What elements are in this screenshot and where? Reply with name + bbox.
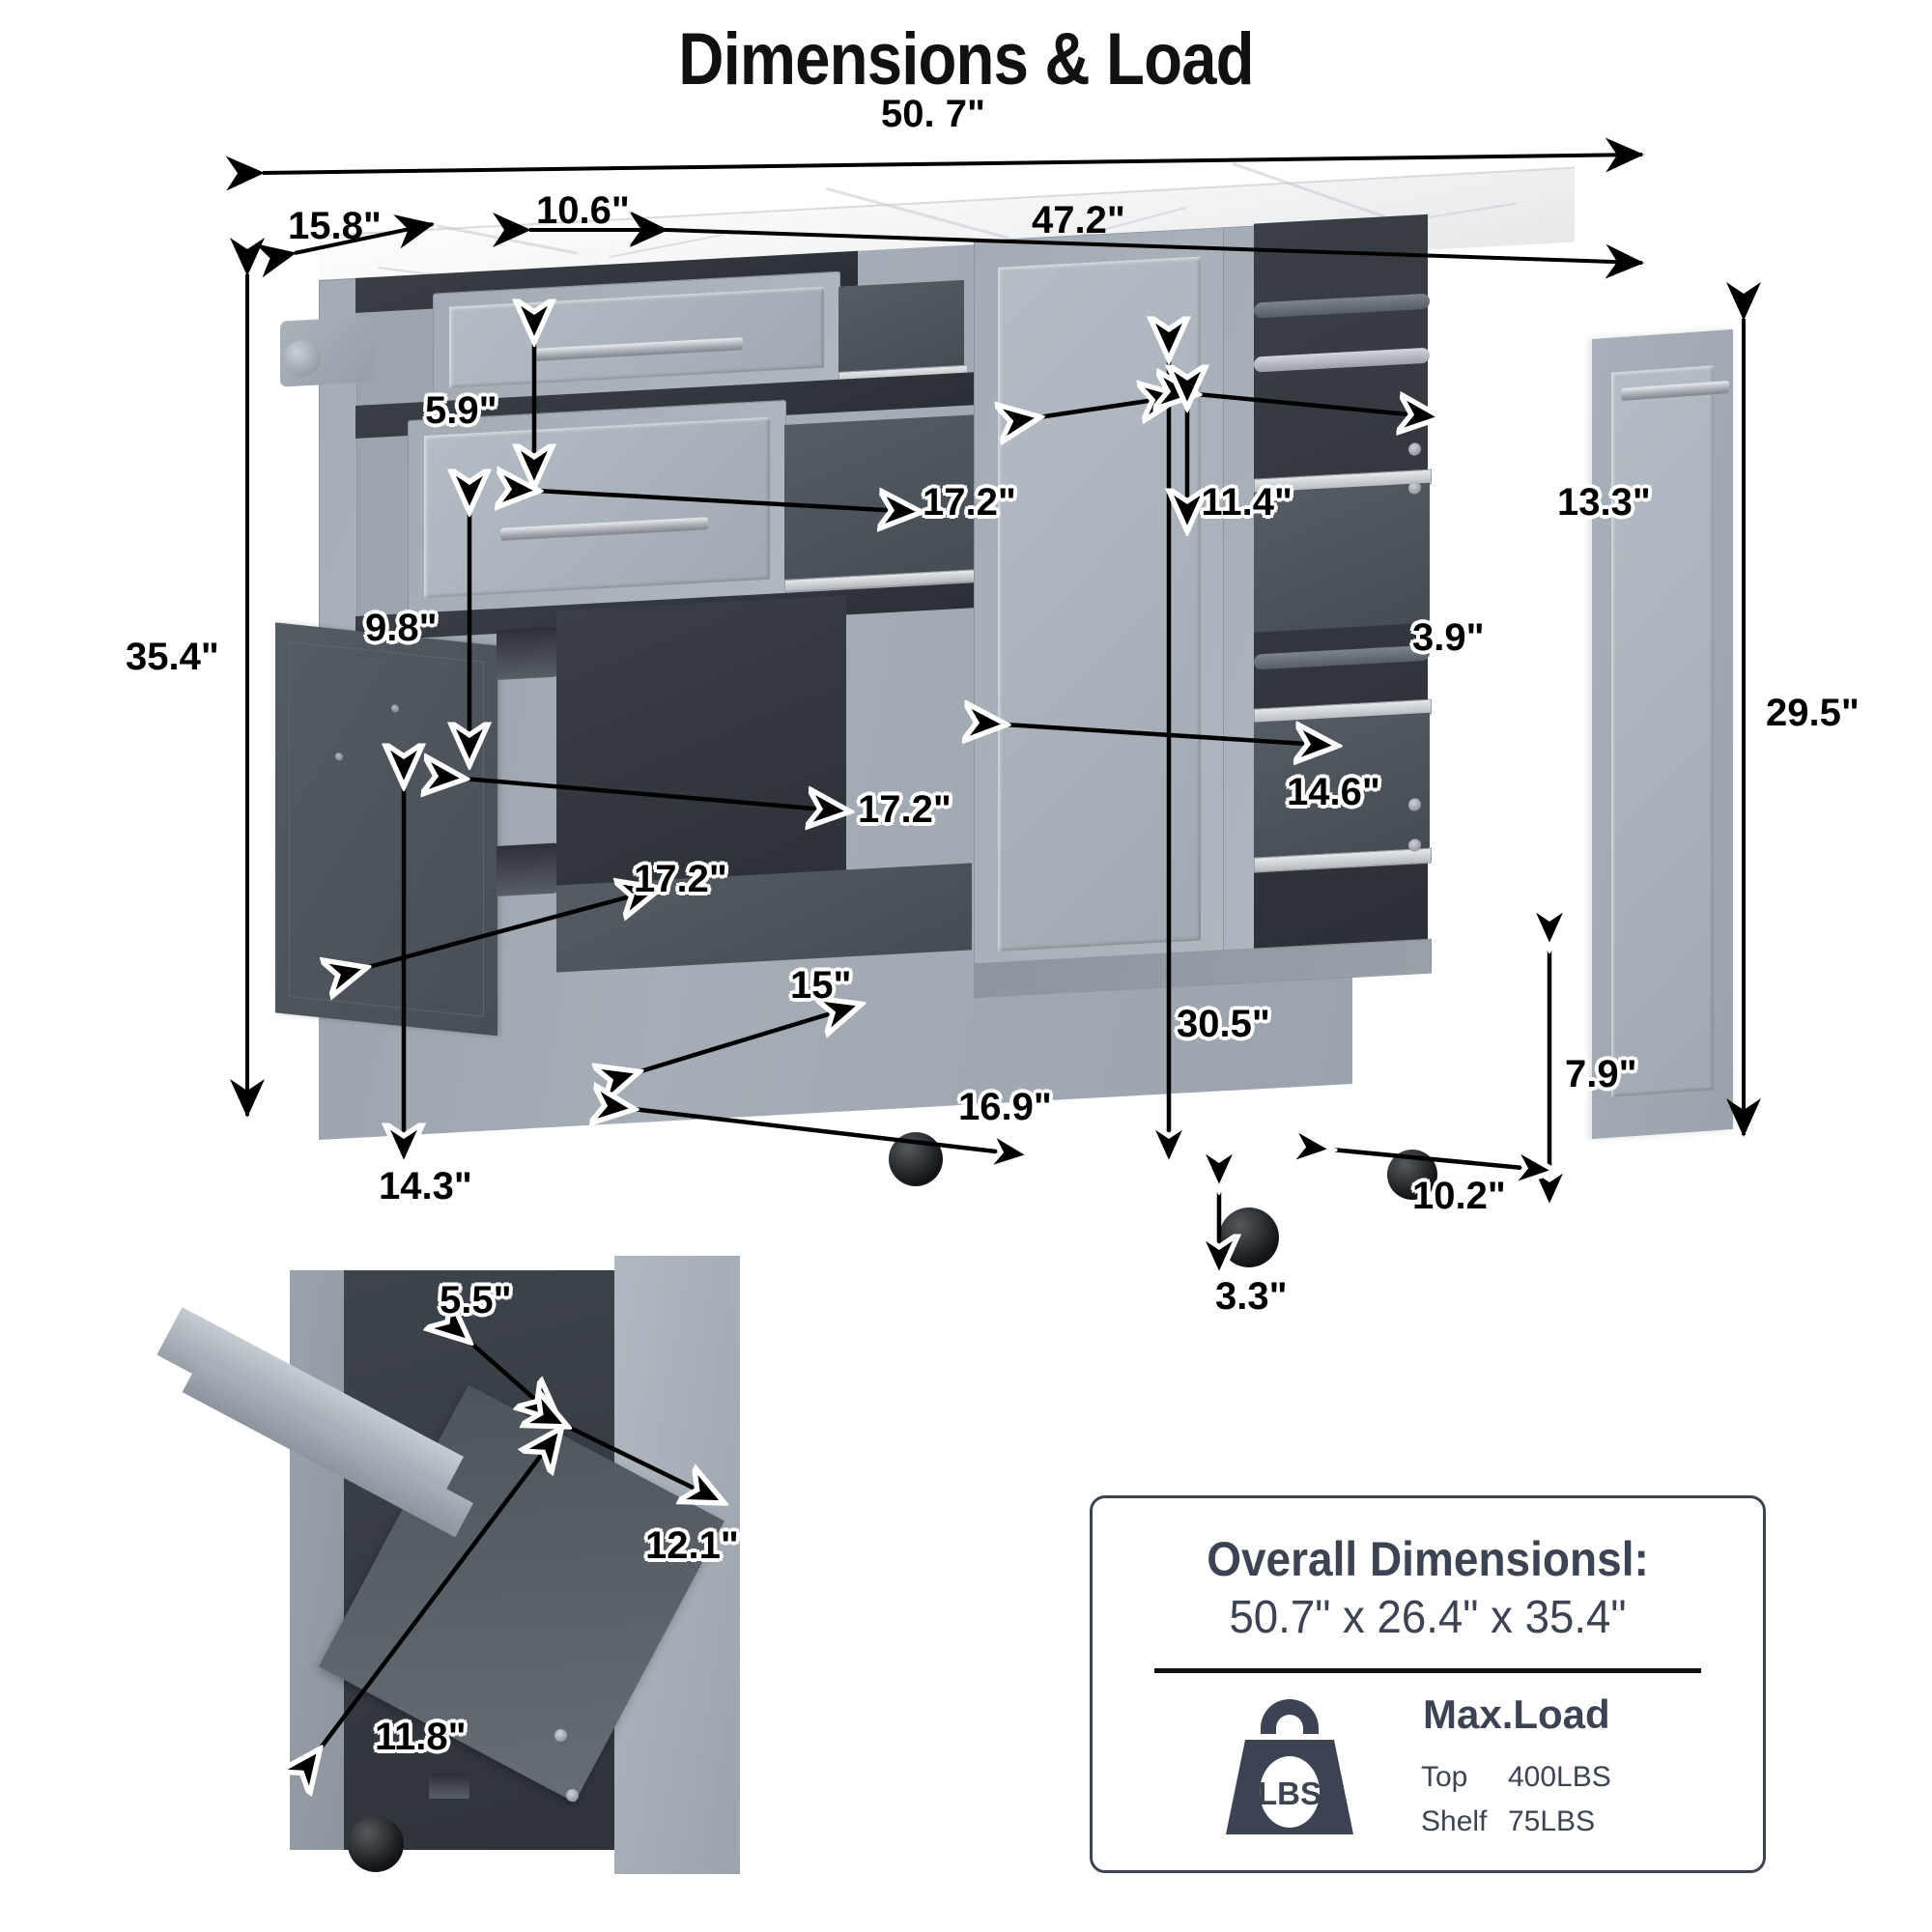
door-hinge-upper [497,626,556,681]
weight-lbs-icon: LBS [1226,1699,1353,1834]
dim-spice-rack-left: 11.4" [1201,481,1293,524]
bottom-drawer-front [408,399,786,616]
max-load-top-label: Top [1421,1761,1468,1793]
left-cabinet-door [275,622,497,1037]
dim-trash-bin-top: 5.5" [440,1279,512,1321]
caster-detail [348,1816,404,1872]
dim-side-door-height: 29.5" [1766,692,1860,734]
dim-cabinet-interior-depth: 15" [790,964,852,1007]
max-load-top-value: 400LBS [1508,1761,1611,1793]
caster-front-left [889,1132,943,1186]
info-card-overall: 50.7" x 26.4" x 35.4" [1229,1592,1627,1643]
dim-cabinet-interior-width: 16.9" [958,1086,1052,1128]
info-card: Overall Dimensionsl: 50.7" x 26.4" x 35.… [1090,1495,1766,1873]
caster-front-right [1219,1208,1279,1267]
center-cabinet-door [974,227,1225,987]
dim-countertop-side: 15.8" [288,205,382,247]
dim-side-cabinet-width: 10.2" [1412,1175,1506,1217]
page-title: Dimensions & Load [678,18,1254,100]
dim-bottom-drawer-width: 17.2" [858,788,952,831]
max-load-shelf-label: Shelf [1421,1805,1488,1837]
max-load-shelf-value: 75LBS [1508,1805,1596,1837]
dim-cabinet-door-height: 14.3" [379,1165,472,1208]
dim-cabinet-door-width: 17.2" [634,858,727,900]
dim-overall-width-top: 50. 7" [881,93,985,135]
dim-caster-height: 3.3" [1215,1275,1288,1318]
dim-overall-height: 35.4" [126,636,219,678]
door-hinge-lower [497,842,556,897]
dim-center-cabinet-width: 14.6" [1287,771,1380,813]
dim-bottom-drawer-height: 9.8" [365,607,438,649]
dim-countertop-overhang: 10.6" [536,189,630,232]
weight-icon-text: LBS [1258,1776,1321,1811]
dim-cabinet-width: 47.2" [1032,199,1125,242]
dim-center-cabinet-height: 30.5" [1177,1003,1270,1045]
dim-top-drawer-height: 5.9" [425,389,497,432]
info-card-heading: Overall Dimensionsl: [1207,1532,1649,1586]
dim-trash-bin-depth: 12.1" [645,1524,739,1567]
right-side-door [1592,328,1733,1140]
info-card-divider [1154,1668,1701,1673]
dim-spice-rack-right: 13.3" [1557,481,1651,524]
max-load-title: Max.Load [1423,1691,1610,1737]
dim-top-drawer-width: 17.2" [923,481,1016,524]
dim-trash-bin-height: 11.8" [375,1716,467,1758]
towel-bar-knob [284,340,321,377]
dim-bottom-shelf-height: 7.9" [1565,1053,1637,1095]
dim-spice-shelf-gap: 3.9" [1412,616,1485,659]
